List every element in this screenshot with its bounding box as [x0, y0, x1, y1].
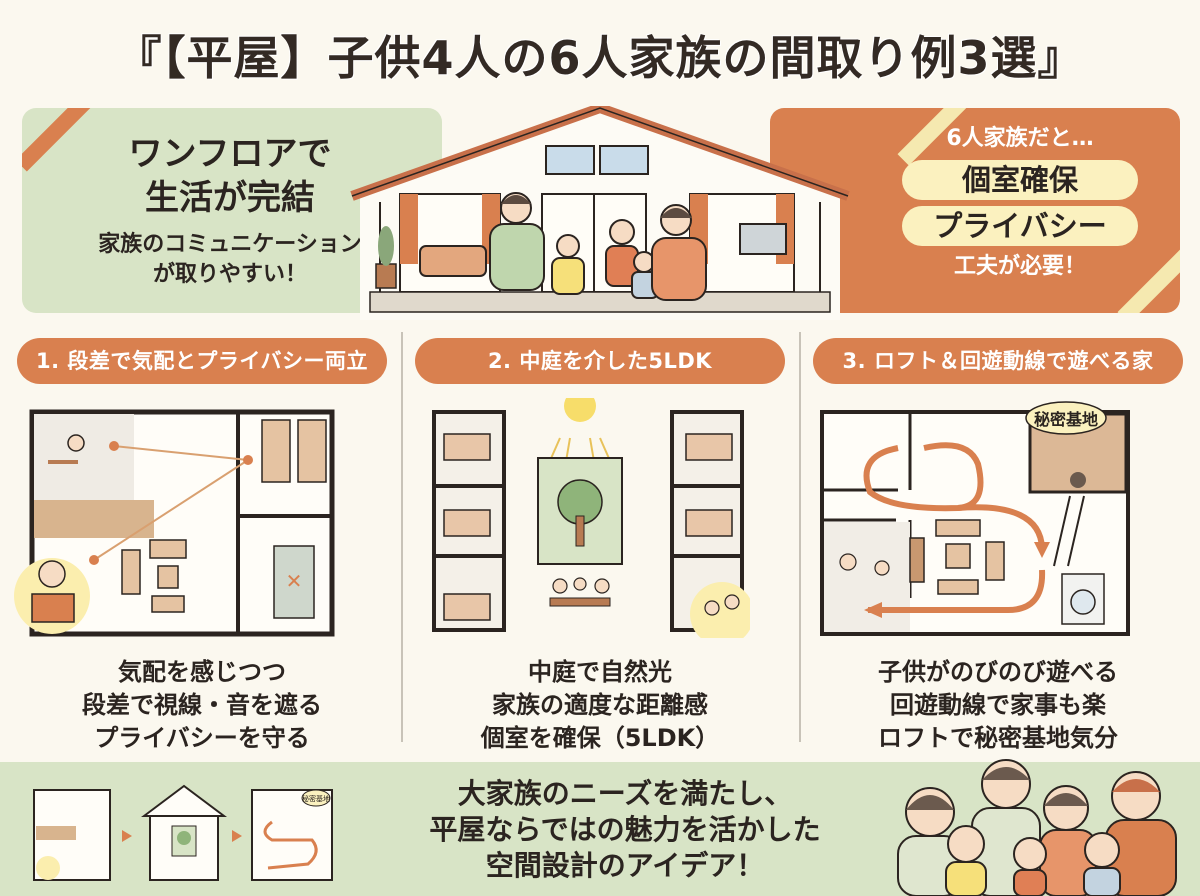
hero-right-intro: 6人家族だと… — [946, 126, 1094, 151]
example-1-desc-1: 気配を感じつつ — [118, 658, 286, 686]
column-divider — [799, 332, 801, 742]
family-portrait-illustration — [897, 759, 1177, 896]
example-2-label: 2. 中庭を介した5LDK — [415, 338, 785, 384]
pill-privacy: プライバシー — [902, 206, 1138, 246]
example-1-desc-3: プライバシーを守る — [94, 724, 310, 752]
courtyard-floor-plan — [432, 390, 754, 646]
thumb-bubble-text: 秘密基地 — [302, 794, 330, 803]
hero-headline-1: ワンフロアで — [128, 134, 332, 174]
split-level-floor-plan: ✕ — [14, 409, 335, 637]
layout-example-1: 1. 段差で気配とプライバシー両立 ✕ 気配を感じつつ 段差で視線・音を遮る プ… — [12, 338, 392, 752]
house-family-illustration — [350, 106, 850, 320]
example-2-desc-2: 家族の適度な距離感 — [492, 691, 708, 719]
example-2-desc-3: 個室を確保（5LDK） — [480, 724, 720, 752]
example-3-desc-2: 回遊動線で家事も楽 — [890, 691, 1106, 719]
svg-text:✕: ✕ — [286, 569, 303, 593]
layout-example-3: 3. ロフト＆回遊動線で遊べる家 秘密基地 子供がのびのび遊べる 回遊動線で家事… — [808, 338, 1188, 752]
loft-circulation-floor-plan: 秘密基地 — [820, 401, 1130, 636]
plan-thumbnails: 秘密基地 — [33, 784, 333, 881]
summary-line-3: 空間設計のアイデア！ — [485, 849, 765, 882]
pill-private-room: 個室確保 — [902, 160, 1138, 200]
summary-band: 秘密基地 大家族のニーズを満たし、 平屋ならではの魅力を活かした 空間設計のアイ… — [0, 759, 1200, 896]
example-1-label: 1. 段差で気配とプライバシー両立 — [17, 338, 387, 384]
loft-bubble-text: 秘密基地 — [1034, 410, 1098, 429]
summary-line-1: 大家族のニーズを満たし、 — [457, 777, 793, 810]
example-3-desc-1: 子供がのびのび遊べる — [878, 658, 1118, 686]
example-2-desc-1: 中庭で自然光 — [528, 658, 672, 686]
example-1-desc-2: 段差で視線・音を遮る — [82, 691, 322, 719]
hero-headline-2: 生活が完結 — [145, 178, 315, 218]
hero-sub-1: 家族のコミュニケーション — [98, 232, 362, 257]
hero-sub-2: が取りやすい！ — [152, 262, 307, 287]
example-3-desc-3: ロフトで秘密基地気分 — [878, 724, 1118, 752]
summary-line-2: 平屋ならではの魅力を活かした — [429, 813, 821, 846]
page-title: 『【平屋】子供4人の6人家族の間取り例3選』 — [115, 31, 1085, 85]
example-3-label: 3. ロフト＆回遊動線で遊べる家 — [813, 338, 1183, 384]
hero-right-footer: 工夫が必要！ — [953, 254, 1086, 279]
layout-example-2: 2. 中庭を介した5LDK 中庭で自然光 家族の適度な距離感 個室を確保（5LD… — [410, 338, 790, 752]
column-divider — [401, 332, 403, 742]
